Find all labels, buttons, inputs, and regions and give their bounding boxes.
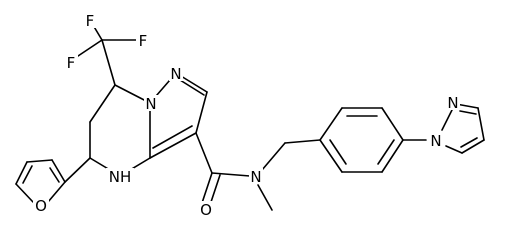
bond-pz-n1-n2 bbox=[441, 109, 453, 131]
bond-ar1-ar2 bbox=[319, 107, 343, 141]
bond-ar-inner-2 bbox=[377, 139, 395, 165]
atom-label-layer: F F F N N NH N O O N N bbox=[33, 12, 460, 219]
bond-ar3-ar4 bbox=[381, 107, 404, 141]
bond-pz-c4-c5-double bbox=[460, 137, 478, 148]
atom-label-n-amide: N bbox=[250, 168, 261, 186]
atom-label-n2: N bbox=[170, 65, 181, 83]
atom-label-o-furan: O bbox=[35, 197, 47, 215]
bond-ar6-ar1 bbox=[319, 139, 343, 173]
bond-camide-o-double bbox=[209, 174, 221, 206]
bond-pz-c3-c4 bbox=[477, 107, 485, 141]
atom-label-n1: N bbox=[145, 95, 156, 113]
bond-n-methyl bbox=[257, 184, 273, 211]
atom-label-f2: F bbox=[139, 32, 148, 50]
bond-c3-camide bbox=[195, 132, 213, 174]
bond-n-ch2 bbox=[261, 142, 286, 171]
bond-fur-c2-o bbox=[47, 181, 66, 203]
bond-fur-c5-c4 bbox=[15, 161, 28, 185]
bond-c7-c6 bbox=[89, 84, 116, 123]
atom-label-nh: NH bbox=[109, 168, 132, 186]
bond-fur-c5-c4-double bbox=[22, 165, 33, 184]
bond-fur-o-c5 bbox=[15, 183, 34, 203]
bond-c2-c3 bbox=[195, 91, 208, 134]
bond-ch2-aryl bbox=[284, 139, 321, 144]
bond-pz-c5-n1 bbox=[445, 145, 463, 154]
bond-fur-c3-c2-double bbox=[49, 167, 60, 183]
atom-label-o-carbonyl: O bbox=[200, 201, 212, 219]
atom-label-f3: F bbox=[67, 54, 76, 72]
bond-camide-o bbox=[201, 172, 213, 204]
bond-c3-c3a bbox=[149, 132, 197, 159]
atom-label-n-pz1: N bbox=[430, 132, 441, 150]
bond-fur-c3-c2 bbox=[51, 159, 66, 183]
bond-c5-furan bbox=[64, 157, 91, 183]
bond-c7-cf3 bbox=[101, 39, 116, 86]
bond-n2-c2-double bbox=[179, 79, 205, 96]
atom-label-f1: F bbox=[86, 12, 95, 30]
atom-label-n-pz2: N bbox=[447, 94, 458, 112]
bond-ar4-ar5 bbox=[381, 139, 404, 173]
bond-camide-n bbox=[211, 172, 251, 177]
bond-ar-inner-3 bbox=[329, 139, 347, 165]
bond-c3-c3a-double bbox=[152, 125, 193, 149]
bond-fur-c4-c3 bbox=[26, 159, 53, 163]
bond-pz-n2-c3-double bbox=[459, 110, 477, 115]
bond-pz-c4-c5 bbox=[461, 139, 485, 154]
